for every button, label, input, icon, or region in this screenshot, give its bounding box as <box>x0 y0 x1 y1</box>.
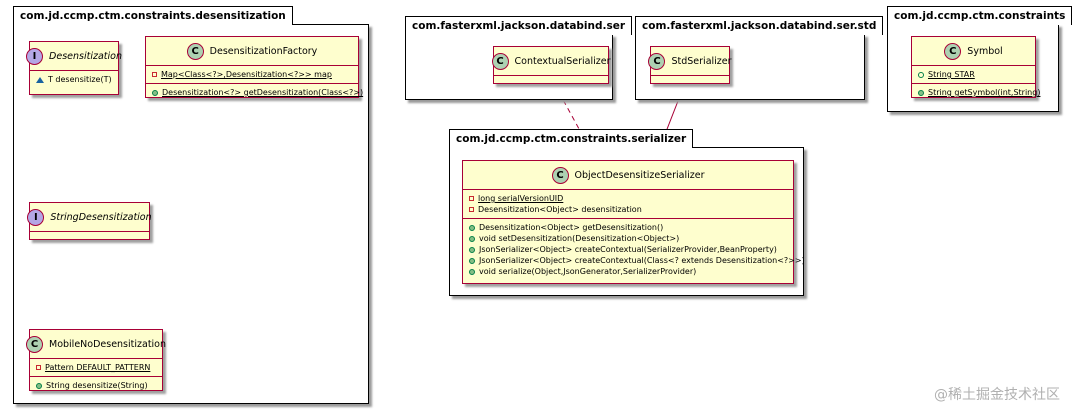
class-std-serializer[interactable]: C StdSerializer <box>648 46 732 84</box>
field-section <box>494 75 608 82</box>
class-name: DesensitizationFactory <box>209 45 318 57</box>
method-section: String desensitize(String) <box>30 376 162 394</box>
interface-badge-icon: I <box>27 208 45 226</box>
public-field-visibility-icon <box>918 71 924 78</box>
method-row: Desensitization<Object> getDesensitizati… <box>469 222 789 233</box>
class-header: C StdSerializer <box>648 47 732 75</box>
field-row: long serialVersionUID <box>469 193 789 204</box>
class-name: MobileNoDesensitization <box>49 338 167 350</box>
method-section: T desensitize(T) <box>30 70 118 88</box>
method-row: String getSymbol(int,String) <box>918 87 1040 98</box>
public-visibility-icon <box>469 268 475 275</box>
class-desensitization-factory[interactable]: C DesensitizationFactory Map<Class<?>,De… <box>145 36 363 101</box>
method-row: void serialize(Object,JsonGenerator,Seri… <box>469 266 789 277</box>
field-row: Map<Class<?>,Desensitization<?>> map <box>152 69 354 80</box>
class-object-desensitize-serializer[interactable]: C ObjectDesensitizeSerializer long seria… <box>462 160 805 284</box>
field-row: Desensitization<Object> desensitization <box>469 204 789 215</box>
class-header: C ContextualSerializer <box>491 47 611 75</box>
class-header: C MobileNoDesensitization <box>26 330 166 358</box>
method-row: String desensitize(String) <box>36 380 158 391</box>
field-section: long serialVersionUID Desensitization<Ob… <box>463 189 793 218</box>
field-row: Pattern DEFAULT_PATTERN <box>36 362 158 373</box>
field-section: Map<Class<?>,Desensitization<?>> map <box>146 65 358 83</box>
method-section: Desensitization<?> getDesensitization(Cl… <box>146 83 363 101</box>
public-visibility-icon <box>152 89 158 96</box>
package-name: com.jd.ccmp.ctm.constraints.desensitizat… <box>13 6 293 25</box>
class-name: Symbol <box>967 45 1003 57</box>
public-visibility-icon <box>918 89 924 96</box>
public-visibility-icon <box>469 224 475 231</box>
class-name: ObjectDesensitizeSerializer <box>574 169 705 181</box>
private-visibility-icon <box>152 72 157 77</box>
method-row: void setDesensitization(Desensitization<… <box>469 233 789 244</box>
class-badge-icon: C <box>186 42 204 60</box>
class-header: C ObjectDesensitizeSerializer <box>463 161 793 189</box>
class-name: StdSerializer <box>671 55 732 67</box>
method-row: JsonSerializer<Object> createContextual(… <box>469 244 789 255</box>
private-visibility-icon <box>469 207 474 212</box>
class-mobile-no-desensitization[interactable]: C MobileNoDesensitization Pattern DEFAUL… <box>26 329 166 394</box>
class-string-desensitization[interactable]: I StringDesensitization <box>27 202 152 240</box>
package-name: com.jd.ccmp.ctm.constraints <box>887 6 1072 25</box>
class-header: C Symbol <box>912 37 1035 65</box>
method-row: JsonSerializer<Object> createContextual(… <box>469 255 805 266</box>
class-badge-icon: C <box>491 52 509 70</box>
private-visibility-icon <box>469 196 474 201</box>
class-contextual-serializer[interactable]: C ContextualSerializer <box>491 46 611 84</box>
class-badge-icon: C <box>551 166 569 184</box>
interface-badge-icon: I <box>26 47 44 65</box>
field-section: Pattern DEFAULT_PATTERN <box>30 358 162 376</box>
method-row: T desensitize(T) <box>36 74 114 85</box>
field-section <box>651 75 729 82</box>
class-badge-icon: C <box>648 52 666 70</box>
public-visibility-icon <box>469 257 475 264</box>
class-badge-icon: C <box>26 335 43 353</box>
field-row: String STAR <box>918 69 1031 80</box>
field-section: String STAR <box>912 65 1035 83</box>
class-badge-icon: C <box>944 42 962 60</box>
public-visibility-icon <box>469 235 475 242</box>
field-section <box>30 231 149 238</box>
package-name: com.jd.ccmp.ctm.constraints.serializer <box>449 129 694 148</box>
watermark: @稀土掘金技术社区 <box>934 387 1060 403</box>
package-name: com.fasterxml.jackson.databind.ser.std <box>635 16 884 35</box>
class-name: StringDesensitization <box>50 211 152 223</box>
method-section: Desensitization<Object> getDesensitizati… <box>463 218 805 280</box>
class-desensitization[interactable]: I Desensitization T desensitize(T) <box>26 41 122 95</box>
class-header: I StringDesensitization <box>27 203 152 231</box>
class-symbol[interactable]: C Symbol String STAR String getSymbol(in… <box>911 36 1040 101</box>
class-header: I Desensitization <box>26 42 122 70</box>
public-visibility-icon <box>36 382 42 389</box>
protected-visibility-icon <box>36 76 44 83</box>
class-header: C DesensitizationFactory <box>146 37 358 65</box>
class-name: ContextualSerializer <box>514 55 611 67</box>
class-name: Desensitization <box>49 50 122 62</box>
private-visibility-icon <box>36 365 41 370</box>
public-visibility-icon <box>469 246 475 253</box>
package-name: com.fasterxml.jackson.databind.ser <box>405 16 633 35</box>
method-row: Desensitization<?> getDesensitization(Cl… <box>152 87 363 98</box>
method-section: String getSymbol(int,String) <box>912 83 1040 101</box>
